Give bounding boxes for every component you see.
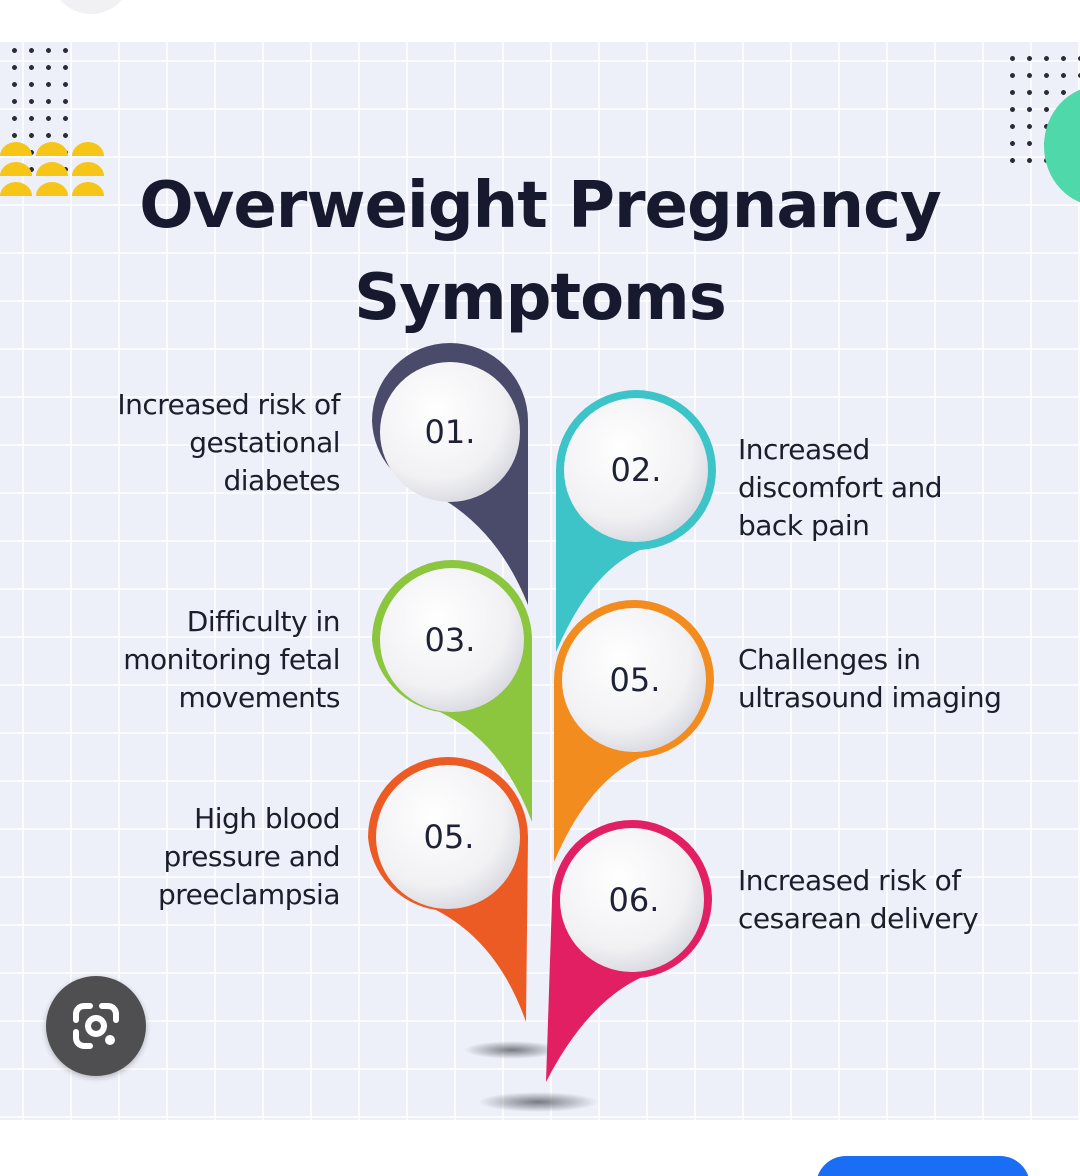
pin-number: 05. bbox=[424, 818, 475, 856]
symptom-description-03: Difficulty in monitoring fetal movements bbox=[123, 605, 340, 714]
pin-shadow bbox=[464, 1041, 560, 1059]
pin-shadow bbox=[478, 1092, 598, 1112]
dot-pattern-decoration bbox=[6, 42, 68, 182]
pin-02 bbox=[556, 390, 717, 652]
infographic-image: Overweight Pregnancy Symptoms bbox=[0, 42, 1080, 1120]
symptom-description-05: High blood pressure and preeclampsia bbox=[157, 802, 341, 911]
pin-number: 01. bbox=[425, 413, 476, 451]
pin-number: 05. bbox=[610, 661, 661, 699]
pin-number: 06. bbox=[609, 881, 660, 919]
pin-06 bbox=[546, 820, 712, 1082]
avatar[interactable] bbox=[50, 0, 132, 14]
symptom-description-04: Challenges in ultrasound imaging bbox=[738, 643, 1002, 714]
pin-number: 02. bbox=[611, 451, 662, 489]
title-line-1: Overweight Pregnancy bbox=[139, 169, 941, 243]
pin-05 bbox=[368, 757, 528, 1022]
google-lens-icon bbox=[73, 1003, 119, 1049]
pin-01 bbox=[372, 343, 528, 605]
pin-number: 03. bbox=[425, 621, 476, 659]
symptom-description-02: Increased discomfort and back pain bbox=[738, 433, 943, 542]
pin-04 bbox=[554, 600, 714, 862]
pin-03 bbox=[372, 560, 532, 822]
symptom-description-06: Increased risk of cesarean delivery bbox=[738, 864, 979, 935]
symptom-pins-graphic: 01. 02. 03. 05. 05. 06. bbox=[368, 343, 717, 1112]
title-line-2: Symptoms bbox=[354, 261, 727, 335]
yellow-arcs-decoration bbox=[0, 142, 104, 196]
action-button[interactable] bbox=[816, 1156, 1030, 1176]
page-title: Overweight Pregnancy Symptoms bbox=[0, 160, 1080, 344]
symptom-description-01: Increased risk of gestational diabetes bbox=[117, 388, 340, 497]
google-lens-button[interactable] bbox=[46, 976, 146, 1076]
